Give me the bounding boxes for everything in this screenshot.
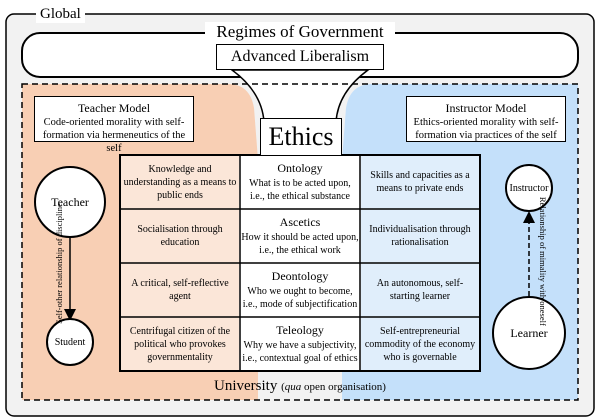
cell-left-ontology: Knowledge and understanding as a means t…: [123, 163, 237, 201]
deontology-heading: Deontology: [271, 269, 329, 284]
university-rest: open organisation): [301, 381, 386, 393]
university-qua: qua: [284, 381, 302, 393]
teleology-heading: Teleology: [276, 323, 324, 338]
instructor-label: Instructor: [509, 182, 549, 194]
global-label: Global: [36, 6, 85, 23]
university-main: University: [214, 378, 278, 394]
learner-label: Learner: [510, 325, 548, 340]
teacher-student-relation-label: Self-other relationship of discipline: [54, 203, 65, 324]
regimes-label: Regimes of Government: [205, 22, 395, 42]
teleology-desc: Why we have a subjectivity, i.e., contex…: [242, 339, 358, 364]
deontology-desc: Who we ought to become, i.e., mode of su…: [242, 285, 358, 310]
teacher-node: Teacher: [34, 166, 106, 238]
ontology-heading: Ontology: [277, 161, 323, 176]
teacher-model-box: Teacher Model Code-oriented morality wit…: [34, 96, 194, 154]
advanced-liberalism-box: Advanced Liberalism: [216, 44, 384, 70]
instructor-model-title: Instructor Model: [445, 101, 527, 115]
learner-node: Learner: [492, 296, 566, 370]
university-label: University (qua open organisation): [214, 378, 386, 394]
cell-left-teleology: Centrifugal citizen of the political who…: [129, 325, 231, 363]
university-frame: [21, 83, 579, 401]
instructor-node: Instructor: [505, 164, 553, 212]
cell-right-ontology: Skills and capacities as a means to priv…: [370, 170, 470, 194]
learner-instructor-relation-label: Relationship of mimality with oneself: [537, 196, 548, 326]
cell-right-teleology: Self-entrepreneurial commodity of the ec…: [364, 325, 476, 363]
ascetics-heading: Ascetics: [279, 215, 321, 230]
teacher-model-title: Teacher Model: [77, 101, 151, 115]
instructor-model-desc: Ethics-oriented morality with self-forma…: [413, 117, 559, 142]
ascetics-desc: How it should be acted upon, i.e., the e…: [241, 231, 359, 256]
teacher-label: Teacher: [51, 194, 89, 209]
instructor-model-box: Instructor Model Ethics-oriented moralit…: [406, 96, 566, 142]
teacher-model-desc: Code-oriented morality with self-formati…: [42, 117, 186, 155]
student-label: Student: [54, 336, 86, 348]
cell-right-deontology: An autonomous, self-starting learner: [376, 278, 464, 302]
student-node: Student: [46, 318, 94, 366]
cell-right-ascetics: Individualisation through rationalisatio…: [369, 224, 471, 248]
cell-left-ascetics: Socialisation through education: [137, 224, 223, 248]
cell-left-deontology: A critical, self-reflective agent: [131, 278, 229, 302]
ontology-desc: What is to be acted upon, i.e., the ethi…: [249, 177, 351, 202]
ethics-box: Ethics: [260, 118, 342, 156]
